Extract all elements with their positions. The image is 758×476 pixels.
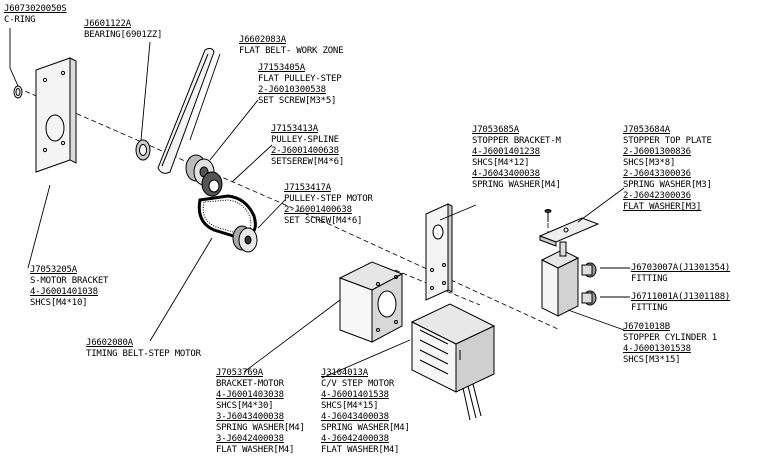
part-description: BEARING[6901ZZ]	[84, 30, 163, 40]
part-number: J7153417A	[284, 183, 331, 193]
hardware-number: 2-J6043300036	[623, 169, 691, 179]
part-number: J7053205A	[30, 265, 77, 275]
hardware-number: 3-J6042400038	[216, 434, 284, 444]
stopper-bracket-part	[425, 203, 453, 301]
part-description: FLAT PULLEY-STEP	[258, 74, 342, 84]
part-number: J6703007A(J1301354)	[631, 263, 731, 273]
part-number: J6602080A	[86, 338, 133, 348]
hardware-number: 4-J6043400038	[321, 412, 389, 422]
callout-fitting-2: J6711001A(J1301188) FITTING	[631, 292, 730, 314]
hardware-description: SPRING WASHER[M3]	[623, 180, 712, 190]
part-description: C-RING	[4, 15, 36, 25]
part-description: STOPPER TOP PLATE	[623, 136, 712, 146]
hardware-number: 4-J6043400038	[472, 169, 540, 179]
callout-fitting-1: J6703007A(J1301354) FITTING	[631, 263, 730, 285]
hardware-description: SHCS[M4*15]	[321, 401, 379, 411]
hardware-description: SPRING WASHER[M4]	[216, 423, 305, 433]
hardware-description: SPRING WASHER[M4]	[472, 180, 561, 190]
fitting-1-part	[581, 262, 597, 278]
part-number: J6601122A	[84, 19, 131, 29]
leader-lines	[9, 28, 630, 379]
part-description: PULLEY-SPLINE	[271, 135, 339, 145]
part-description: TIMING BELT-STEP MOTOR	[86, 349, 201, 359]
part-number: J7053684A	[623, 125, 670, 135]
part-description: FITTING	[631, 303, 668, 313]
part-number: J7053769A	[216, 368, 263, 378]
stopper-cylinder-part	[540, 241, 580, 317]
hardware-number: 4-J6001301538	[623, 344, 691, 354]
bracket-motor-part	[338, 261, 404, 343]
hardware-number: 3-J6043400038	[216, 412, 284, 422]
hardware-description: SHCS[M4*10]	[30, 298, 88, 308]
hardware-number: 4-J6001401538	[321, 390, 389, 400]
part-number: J7153413A	[271, 124, 318, 134]
part-number: J6602083A	[239, 35, 286, 45]
callout-cv-step-motor: J3104013A C/V STEP MOTOR 4-J6001401538 S…	[321, 368, 410, 456]
part-description: STOPPER CYLINDER 1	[623, 333, 717, 343]
part-description: BRACKET-MOTOR	[216, 379, 284, 389]
callout-c-ring: J6073020050S C-RING	[4, 4, 67, 26]
part-description: FLAT BELT- WORK ZONE	[239, 46, 344, 56]
part-description: PULLEY-STEP MOTOR	[284, 194, 373, 204]
part-number: J7153405A	[258, 63, 305, 73]
part-number: J6073020050S	[4, 4, 67, 14]
callout-s-motor-bracket: J7053205A S-MOTOR BRACKET 4-J6001401038 …	[30, 265, 108, 309]
callout-bracket-motor: J7053769A BRACKET-MOTOR 4-J6001403038 SH…	[216, 368, 305, 456]
hardware-number: 4-J6001401238	[472, 147, 540, 157]
s-motor-bracket-part	[35, 57, 77, 173]
part-number: J3104013A	[321, 368, 368, 378]
part-description: FITTING	[631, 274, 668, 284]
hardware-description: SPRING WASHER[M4]	[321, 423, 410, 433]
callout-timing-belt: J6602080A TIMING BELT-STEP MOTOR	[86, 338, 201, 360]
hardware-number: 2-J6001300836	[623, 147, 691, 157]
callout-bearing: J6601122A BEARING[6901ZZ]	[84, 19, 162, 41]
hardware-description: FLAT WASHER[M4]	[321, 445, 400, 455]
part-description: C/V STEP MOTOR	[321, 379, 395, 389]
pulley-spline-part	[201, 171, 223, 197]
callout-stopper-bracket: J7053685A STOPPER BRACKET-M 4-J600140123…	[472, 125, 561, 191]
hardware-description: SHCS[M4*12]	[472, 158, 530, 168]
hardware-description: FLAT WASHER[M4]	[216, 445, 295, 455]
fitting-2-part	[581, 290, 597, 306]
callout-pulley-spline: J7153413A PULLEY-SPLINE 2-J6001400638 SE…	[271, 124, 344, 168]
hardware-description: SHCS[M4*30]	[216, 401, 274, 411]
hardware-number: 2-J6001400638	[271, 146, 339, 156]
c-ring-part	[13, 85, 23, 99]
bearing-part	[135, 139, 151, 161]
part-number: J7053685A	[472, 125, 519, 135]
hardware-number: 2-J6042300036	[623, 191, 691, 201]
callout-pulley-step-motor: J7153417A PULLEY-STEP MOTOR 2-J600140063…	[284, 183, 373, 227]
hardware-number: 4-J6001401038	[30, 287, 98, 297]
part-number: J6701018B	[623, 322, 670, 332]
hardware-description: SHCS[M3*15]	[623, 355, 681, 365]
stopper-top-plate-part	[538, 209, 600, 247]
callout-flat-belt: J6602083A FLAT BELT- WORK ZONE	[239, 35, 344, 57]
hardware-description: SET SCREW[M3*5]	[258, 96, 337, 106]
hardware-number: 2-J6001400638	[284, 205, 352, 215]
pulley-step-motor-part	[232, 225, 258, 253]
hardware-description: FLAT WASHER[M3]	[623, 202, 702, 212]
part-number: J6711001A(J1301188)	[631, 292, 731, 302]
hardware-number: 2-J6010300538	[258, 85, 326, 95]
flat-belt-part	[157, 47, 215, 174]
hardware-number: 4-J6042400038	[321, 434, 389, 444]
hardware-description: SETSEREW[M4*6]	[271, 157, 345, 167]
part-description: STOPPER BRACKET-M	[472, 136, 561, 146]
hardware-description: SHCS[M3*8]	[623, 158, 676, 168]
part-description: S-MOTOR BRACKET	[30, 276, 109, 286]
callout-stopper-top-plate: J7053684A STOPPER TOP PLATE 2-J600130083…	[623, 125, 712, 213]
hardware-number: 4-J6001403038	[216, 390, 284, 400]
hardware-description: SET SCREW[M4*6]	[284, 216, 363, 226]
callout-stopper-cylinder: J6701018B STOPPER CYLINDER 1 4-J60013015…	[623, 322, 717, 366]
cv-step-motor-part	[410, 303, 496, 421]
callout-flat-pulley-step: J7153405A FLAT PULLEY-STEP 2-J6010300538…	[258, 63, 342, 107]
